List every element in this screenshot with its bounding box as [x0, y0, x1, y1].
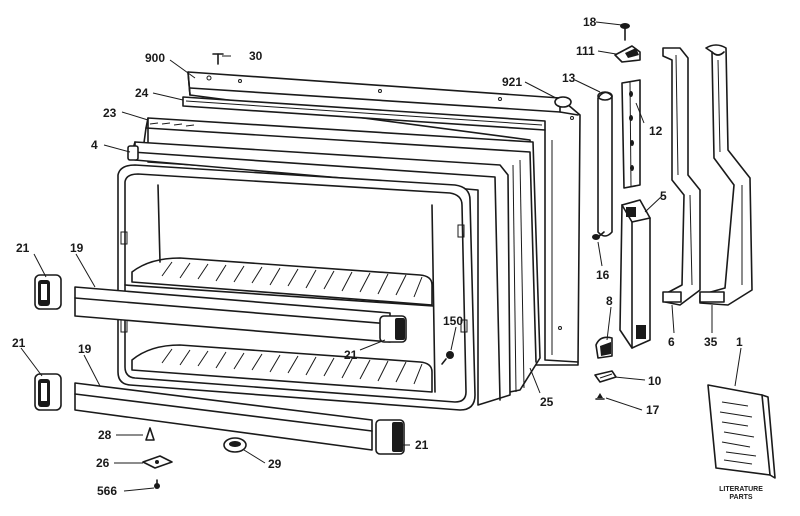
door-handle-6 — [662, 47, 701, 306]
callout-900: 900 — [145, 51, 165, 65]
door-liner — [127, 141, 511, 406]
callout-25: 25 — [540, 395, 554, 409]
screw-566 — [154, 479, 160, 489]
callout-21-mid: 21 — [344, 348, 358, 362]
hinge-cap-111 — [614, 45, 641, 63]
door-outer-panel — [187, 71, 581, 366]
screw-30 — [212, 53, 224, 65]
callout-8: 8 — [606, 294, 613, 308]
screw-150 — [441, 351, 454, 365]
pin-17 — [595, 393, 605, 400]
shelf-bar-lower — [74, 382, 405, 455]
callout-13: 13 — [562, 71, 576, 85]
clip-10 — [594, 370, 617, 383]
hinge-channel-5 — [619, 199, 651, 349]
inner-liner-tub — [117, 164, 476, 411]
callout-6: 6 — [668, 335, 675, 349]
callout-21-left-upper: 21 — [16, 241, 30, 255]
callout-18: 18 — [583, 15, 597, 29]
tube-13 — [597, 91, 613, 237]
callout-566: 566 — [97, 484, 117, 498]
callout-21-bottom: 21 — [415, 438, 429, 452]
callout-23: 23 — [103, 106, 117, 120]
callout-19-upper: 19 — [70, 241, 84, 255]
bracket-26 — [142, 455, 173, 469]
callout-29: 29 — [268, 457, 282, 471]
callout-921: 921 — [502, 75, 522, 89]
shelf-bar-upper — [74, 286, 407, 343]
callout-111: 111 — [576, 44, 595, 58]
literature-label-line1: LITERATURE — [719, 486, 763, 493]
callout-28: 28 — [98, 428, 112, 442]
callout-26: 26 — [96, 456, 110, 470]
screw-18 — [620, 23, 630, 41]
callout-12: 12 — [649, 124, 663, 138]
literature-booklet: LITERATURE PARTS — [707, 384, 776, 501]
screw-16 — [592, 231, 605, 240]
door-top-trim — [182, 96, 546, 131]
end-cap-left-lower — [34, 373, 62, 411]
callout-150: 150 — [443, 314, 463, 328]
grommet-29 — [223, 437, 247, 453]
callout-16: 16 — [596, 268, 610, 282]
cam-8 — [595, 336, 613, 359]
callout-17: 17 — [646, 403, 660, 417]
callout-labels: 18 111 900 30 921 13 24 12 23 4 5 21 19 … — [12, 15, 743, 498]
callout-4: 4 — [91, 138, 98, 152]
hinge-bracket-12 — [621, 79, 641, 189]
callout-35: 35 — [704, 335, 718, 349]
callout-24: 24 — [135, 86, 149, 100]
door-handle-35 — [699, 44, 753, 306]
literature-label-line2: PARTS — [729, 494, 753, 501]
callout-21-left-lower: 21 — [12, 336, 26, 350]
callout-5: 5 — [660, 189, 667, 203]
leader-lines — [20, 21, 742, 492]
callout-19-lower: 19 — [78, 342, 92, 356]
callout-10: 10 — [648, 374, 662, 388]
end-cap-left-upper — [34, 274, 62, 310]
callout-30: 30 — [249, 49, 263, 63]
plug-28 — [145, 427, 155, 441]
callout-1: 1 — [736, 335, 743, 349]
